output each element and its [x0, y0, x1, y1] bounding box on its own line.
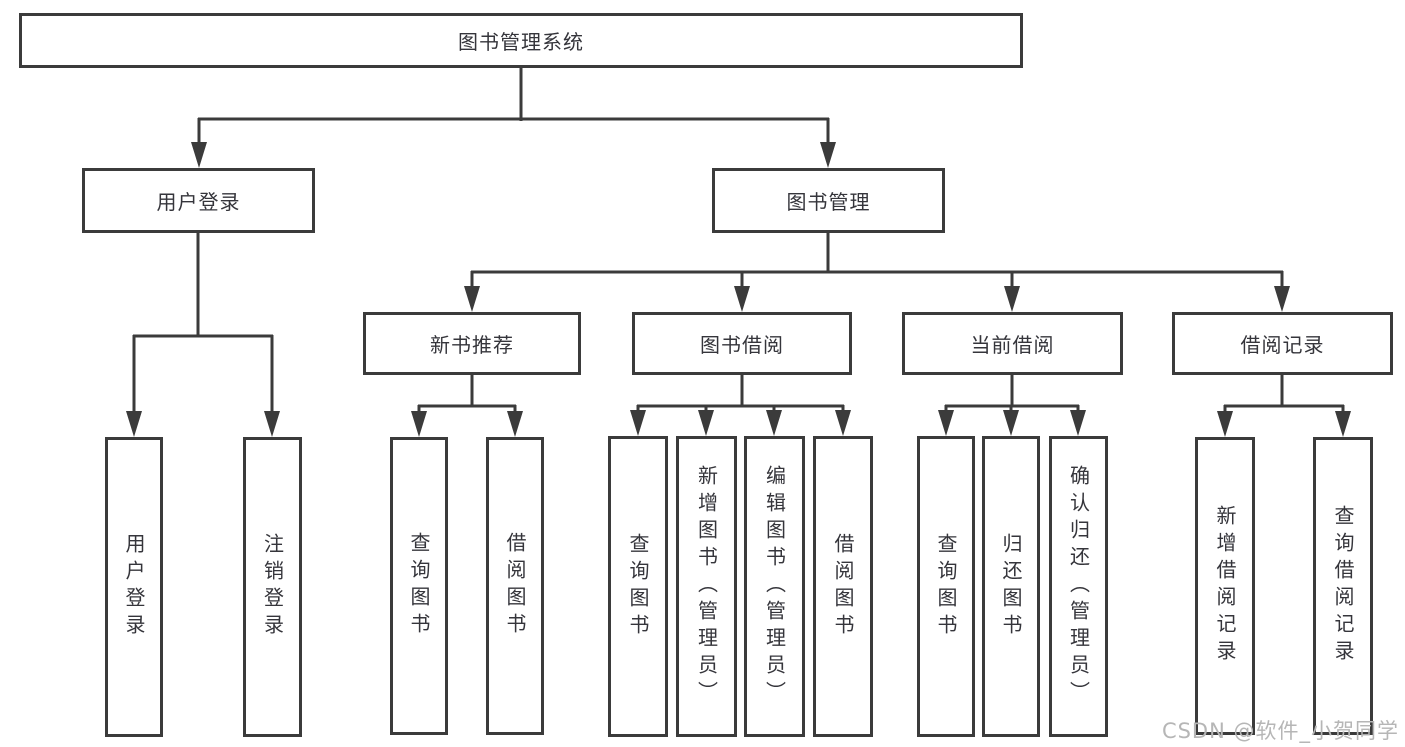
node-root-label: 图书管理系统	[458, 30, 584, 54]
leaf-user-login: 用户登录	[105, 437, 163, 737]
node-current-borrowing: 当前借阅	[902, 312, 1123, 375]
watermark: CSDN @软件_小贺同学	[1161, 719, 1399, 743]
leaf-br-add-record: 新增借阅记录	[1195, 437, 1255, 735]
node-book-borrowing-label: 图书借阅	[700, 333, 784, 357]
leaf-bb-query-books: 查询图书	[608, 436, 668, 737]
node-root: 图书管理系统	[19, 13, 1023, 68]
leaf-nbr-query-books: 查询图书	[390, 437, 448, 735]
leaf-bb-add-books-admin: 新增图书（管理员）	[676, 436, 737, 737]
node-user-login: 用户登录	[82, 168, 315, 233]
node-new-book-recommend-label: 新书推荐	[430, 333, 514, 357]
leaf-nbr-borrow-books: 借阅图书	[486, 437, 544, 735]
leaf-logout-login: 注销登录	[243, 437, 302, 737]
node-borrowing-records: 借阅记录	[1172, 312, 1393, 375]
leaf-bb-borrow-books: 借阅图书	[813, 436, 873, 737]
node-user-login-label: 用户登录	[156, 190, 241, 214]
leaf-cb-return-books: 归还图书	[982, 436, 1040, 737]
leaf-br-query-record: 查询借阅记录	[1313, 437, 1373, 735]
leaf-bb-edit-books-admin: 编辑图书（管理员）	[744, 436, 805, 737]
node-current-borrowing-label: 当前借阅	[970, 333, 1055, 357]
node-book-management: 图书管理	[712, 168, 945, 233]
node-new-book-recommend: 新书推荐	[363, 312, 581, 375]
node-book-management-label: 图书管理	[786, 190, 871, 214]
leaf-cb-confirm-return-admin: 确认归还（管理员）	[1049, 436, 1108, 737]
node-book-borrowing: 图书借阅	[632, 312, 852, 375]
node-borrowing-records-label: 借阅记录	[1240, 333, 1325, 357]
leaf-cb-query-books: 查询图书	[917, 436, 975, 737]
